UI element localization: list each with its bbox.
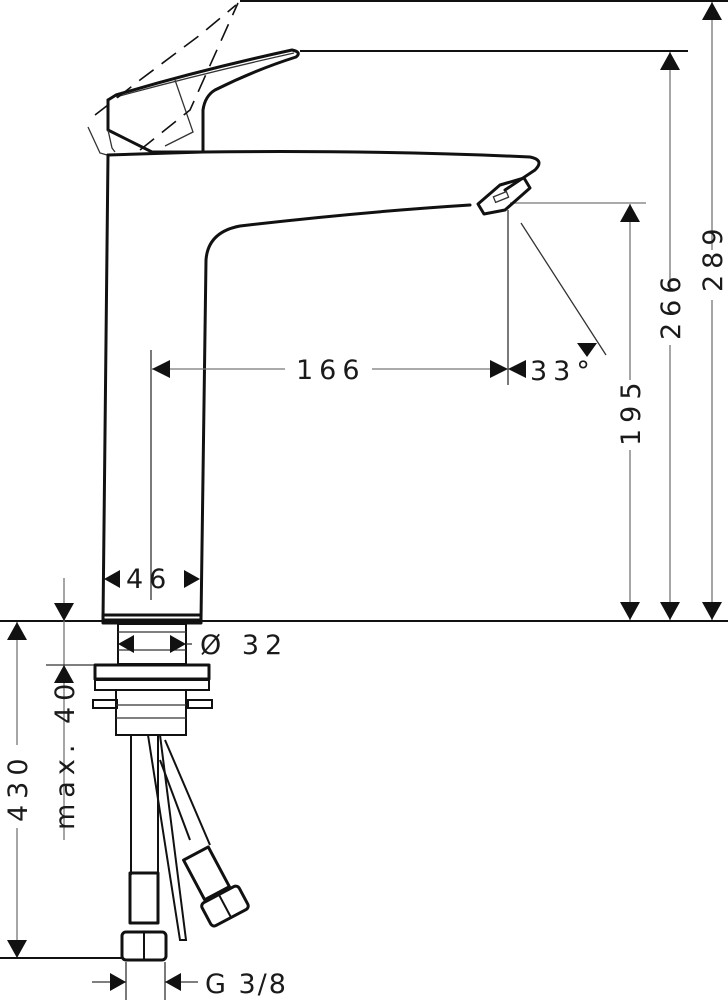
dim-289: 289: [698, 2, 728, 620]
svg-text:Ø 32: Ø 32: [200, 630, 288, 661]
dim-46: 46: [104, 564, 200, 595]
svg-text:266: 266: [656, 270, 687, 340]
dim-32: Ø 32: [118, 630, 288, 661]
svg-text:46: 46: [126, 564, 172, 595]
lever-handle: [87, 2, 300, 156]
svg-text:G 3/8: G 3/8: [205, 969, 288, 1000]
svg-text:max. 40: max. 40: [50, 678, 81, 830]
svg-text:430: 430: [3, 752, 34, 822]
faucet-body: [101, 150, 541, 622]
dim-195: 195: [616, 204, 647, 620]
dim-g38: G 3/8: [92, 962, 288, 1000]
mounting-shank: [92, 613, 213, 736]
dim-166: 166: [150, 210, 526, 600]
dim-spray-angle: 33°: [520, 222, 607, 387]
svg-text:166: 166: [296, 355, 366, 386]
svg-text:195: 195: [616, 376, 647, 446]
dim-max-40: max. 40: [46, 578, 94, 840]
supply-hoses: [120, 734, 250, 962]
dim-430: 430: [0, 622, 122, 959]
svg-text:33°: 33°: [530, 356, 596, 387]
svg-text:289: 289: [698, 222, 728, 292]
dim-266: 266: [656, 52, 687, 620]
